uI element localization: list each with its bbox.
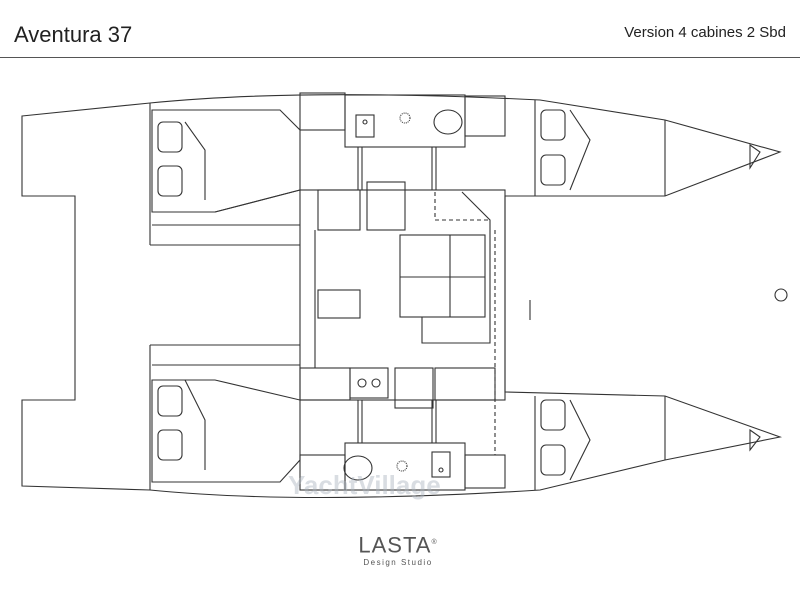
- aft-cabin-port: [151, 109, 301, 226]
- logo-name: LASTA: [358, 532, 432, 558]
- forward-cabin-starboard: [534, 396, 666, 490]
- designer-logo: LASTA® Design Studio: [340, 532, 456, 568]
- logo-subtitle: Design Studio: [363, 558, 433, 568]
- boat-model-title: Aventura 37: [14, 22, 133, 47]
- wardrobe: [299, 92, 346, 131]
- saloon: [299, 181, 506, 455]
- wardrobe: [434, 367, 496, 401]
- watermark: YachtVillage: [288, 470, 441, 500]
- registered-mark: ®: [431, 539, 438, 546]
- wardrobe: [317, 189, 361, 231]
- forward-cabin-port: [534, 100, 666, 196]
- head-starboard: [343, 442, 466, 491]
- wardrobe: [299, 367, 351, 401]
- aft-cabin-starboard: [151, 364, 301, 483]
- stove: [349, 367, 389, 399]
- hull-outline: [21, 94, 783, 499]
- wardrobe: [464, 454, 506, 489]
- layout-version-label: Version 4 cabines 2 Sbd: [624, 24, 786, 41]
- head-port: [344, 94, 466, 148]
- wardrobe: [464, 95, 506, 137]
- mooring-point: [774, 288, 788, 302]
- header-divider: [0, 57, 800, 58]
- galley-sink: [317, 289, 361, 319]
